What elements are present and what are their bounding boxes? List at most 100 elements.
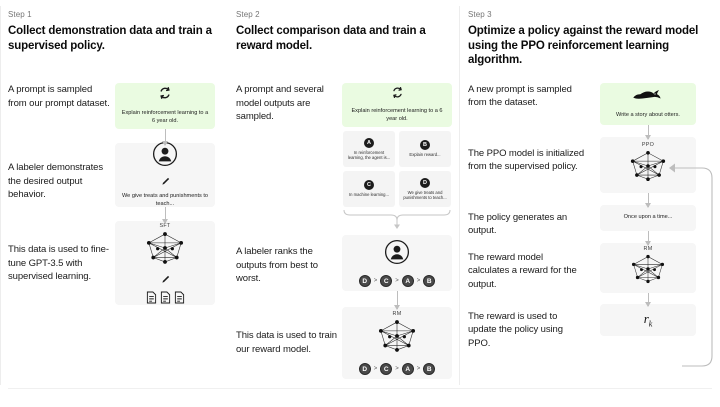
step-2-title: Collect comparison data and train a rewa… bbox=[236, 25, 426, 52]
step-3-caption-2: The PPO model is initialized from the su… bbox=[468, 147, 585, 173]
rank-4: B bbox=[423, 275, 436, 287]
neural-network-icon bbox=[375, 319, 419, 358]
output-b-text: Explain reward... bbox=[409, 152, 441, 158]
column-divider-2 bbox=[459, 6, 460, 385]
step-3-caption-5: The reward is used to update the policy … bbox=[468, 310, 563, 349]
step-3-row-5: The reward is used to update the policy … bbox=[468, 303, 710, 351]
pencil-icon bbox=[161, 271, 170, 289]
prompt-panel-green[interactable]: Explain reinforcement learning to a 6 ye… bbox=[115, 83, 215, 129]
bottom-rule bbox=[8, 388, 712, 389]
step-3-row-2: The PPO model is initialized from the su… bbox=[468, 136, 710, 208]
merge-brace-icon bbox=[342, 208, 452, 235]
step-3-column: Step 3 Optimize a policy against the rew… bbox=[460, 0, 720, 407]
step-3-row-1: A new prompt is sampled from the dataset… bbox=[468, 82, 710, 140]
badge-d: D bbox=[420, 177, 430, 188]
rm-panel[interactable]: RM bbox=[600, 242, 696, 293]
step-1-column: Step 1 Collect demonstration data and tr… bbox=[0, 0, 228, 407]
arrow-down bbox=[645, 192, 651, 208]
rm-label: RM bbox=[643, 246, 653, 252]
rm-panel[interactable]: RM bbox=[342, 307, 452, 379]
output-card-b[interactable]: B Explain reward... bbox=[399, 131, 451, 167]
prompt-text: Write a story about otters. bbox=[616, 111, 680, 118]
rm-label: RM bbox=[392, 311, 402, 317]
step-1-label: Step 1 bbox=[8, 10, 32, 19]
output-c-text: In machine learning... bbox=[348, 192, 390, 198]
otter-icon bbox=[631, 88, 665, 107]
badge-c: C bbox=[364, 180, 374, 191]
sft-label: SFT bbox=[159, 222, 171, 229]
prompt-text: Explain reinforcement learning to a 6 ye… bbox=[351, 108, 443, 122]
reward-subscript: k bbox=[648, 319, 653, 329]
reward-symbol: r bbox=[643, 310, 649, 326]
rank-1: D bbox=[358, 363, 371, 375]
arrow-down bbox=[162, 207, 168, 224]
neural-network-icon bbox=[628, 254, 668, 289]
step-1-caption-2: A labeler demonstrates the desired outpu… bbox=[8, 162, 103, 200]
labeler-person-icon bbox=[384, 239, 410, 270]
step-1-caption-1: A prompt is sampled from our prompt data… bbox=[8, 84, 110, 109]
arrow-down bbox=[394, 291, 400, 310]
documents-icon bbox=[146, 291, 185, 304]
ranking-row: D > C > A > B bbox=[358, 275, 436, 287]
step-2-column: Step 2 Collect comparison data and train… bbox=[228, 0, 460, 407]
neural-network-icon bbox=[143, 231, 187, 270]
step-2-caption-1: A prompt and several model outputs are s… bbox=[236, 84, 324, 122]
step-2-row-3: This data is used to train our reward mo… bbox=[236, 307, 452, 379]
step-3-label: Step 3 bbox=[468, 10, 492, 19]
rank-sep: > bbox=[373, 278, 378, 284]
reward-formula-panel[interactable]: rk bbox=[600, 303, 696, 336]
prompt-panel-green[interactable]: Write a story about otters. bbox=[600, 82, 696, 125]
recycle-loop-icon bbox=[391, 86, 404, 104]
labeler-person-icon bbox=[152, 141, 178, 172]
ppo-label: PPO bbox=[641, 142, 655, 148]
output-panel[interactable]: Once upon a time... bbox=[600, 204, 696, 231]
output-d-text: We give treats and punishments to teach.… bbox=[403, 189, 447, 200]
rank-sep: > bbox=[395, 278, 399, 284]
labeler-demo-text: We give treats and punishments to teach.… bbox=[121, 193, 209, 207]
output-card-a[interactable]: A In reinforcement learning, the agent i… bbox=[343, 131, 395, 167]
badge-a: A bbox=[364, 137, 374, 148]
labeler-panel[interactable]: We give treats and punishments to teach.… bbox=[115, 141, 215, 207]
step-3-row-4: The reward model calculates a reward for… bbox=[468, 242, 710, 307]
step-3-caption-3: The policy generates an output. bbox=[468, 211, 568, 237]
rank-sep: > bbox=[373, 366, 378, 372]
step-2-label: Step 2 bbox=[236, 10, 260, 19]
step-2-row-2: A labeler ranks the outputs from best to… bbox=[236, 235, 452, 310]
output-card-d[interactable]: D We give treats and punishments to teac… bbox=[399, 171, 451, 207]
ranking-panel[interactable]: D > C > A > B bbox=[342, 235, 452, 291]
generated-output-text: Once upon a time... bbox=[623, 213, 673, 220]
rank-sep: > bbox=[416, 278, 421, 284]
sft-panel[interactable]: SFT bbox=[115, 221, 215, 305]
step-2-caption-3: This data is used to train our reward mo… bbox=[236, 330, 337, 355]
prompt-panel-green[interactable]: Explain reinforcement learning to a 6 ye… bbox=[342, 83, 452, 127]
step-1-row-1: A prompt is sampled from our prompt data… bbox=[8, 83, 218, 146]
prompt-text: Explain reinforcement learning to a 6 ye… bbox=[121, 110, 209, 124]
rank-sep: > bbox=[395, 366, 399, 372]
neural-network-icon bbox=[627, 150, 669, 187]
ppo-panel[interactable]: PPO bbox=[600, 136, 696, 193]
rank-1: D bbox=[358, 275, 371, 287]
rank-4: B bbox=[423, 363, 436, 375]
step-1-title: Collect demonstration data and train a s… bbox=[8, 25, 212, 52]
step-1-row-2: A labeler demonstrates the desired outpu… bbox=[8, 141, 218, 224]
step-1-caption-3: This data is used to fine-tune GPT-3.5 w… bbox=[8, 244, 109, 282]
step-2-caption-2: A labeler ranks the outputs from best to… bbox=[236, 246, 318, 284]
recycle-loop-icon bbox=[158, 86, 172, 105]
reward-formula: rk bbox=[644, 311, 653, 329]
rank-3: A bbox=[401, 363, 414, 375]
ranking-row: D > C > A > B bbox=[358, 363, 436, 375]
arrow-down bbox=[645, 124, 651, 140]
arrow-down bbox=[645, 292, 651, 307]
arrow-down bbox=[162, 129, 168, 146]
model-outputs-grid: A In reinforcement learning, the agent i… bbox=[343, 131, 451, 207]
step-3-caption-1: A new prompt is sampled from the dataset… bbox=[468, 83, 572, 109]
output-a-text: In reinforcement learning, the agent is.… bbox=[347, 149, 391, 160]
rank-3: A bbox=[401, 275, 414, 287]
step-2-row-1: A prompt and several model outputs are s… bbox=[236, 83, 452, 235]
arrow-down bbox=[645, 230, 651, 246]
output-card-c[interactable]: C In machine learning... bbox=[343, 171, 395, 207]
rank-2: C bbox=[380, 275, 393, 287]
step-3-caption-4: The reward model calculates a reward for… bbox=[468, 251, 577, 290]
step-3-title: Optimize a policy against the reward mod… bbox=[468, 25, 699, 66]
